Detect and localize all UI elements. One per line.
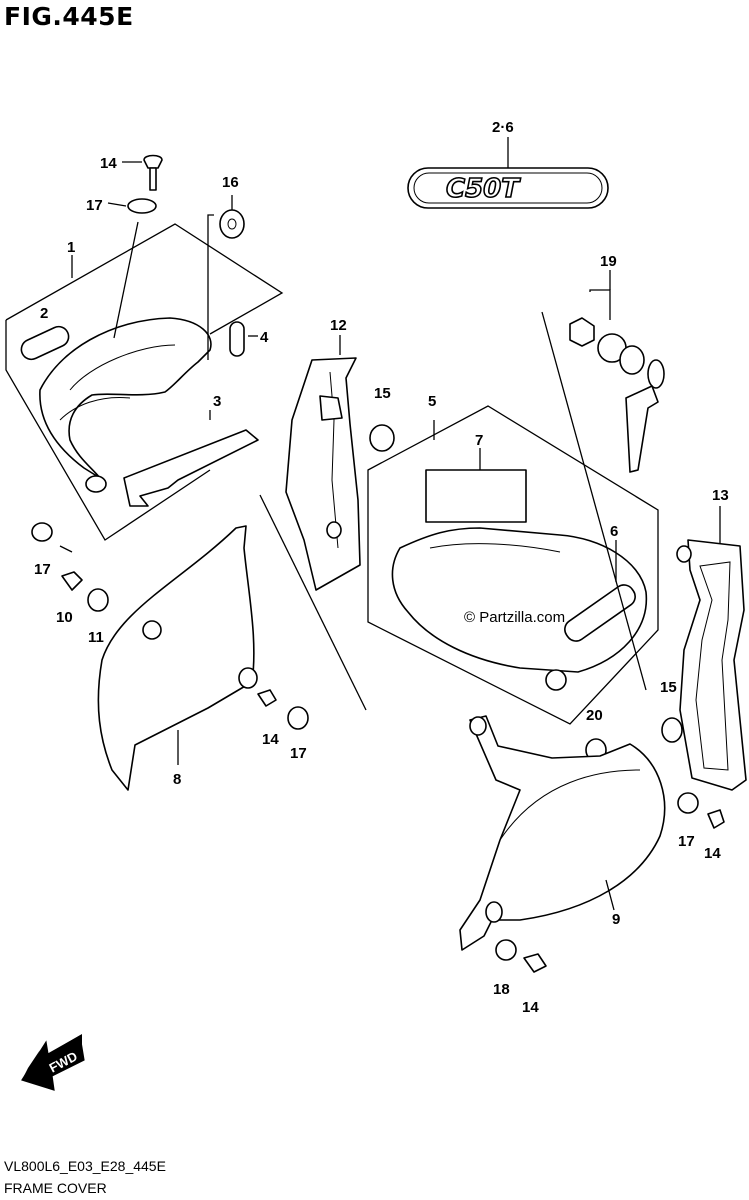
label-part — [425, 469, 527, 523]
callout-9: 9 — [612, 911, 620, 928]
callout-13: 13 — [712, 487, 729, 504]
cushion-part — [127, 198, 157, 214]
callout-16: 16 — [222, 174, 239, 191]
callout-10: 10 — [56, 609, 73, 626]
emblem-part: C50T — [407, 137, 609, 209]
callout-1: 1 — [67, 239, 75, 256]
callout-15a: 15 — [374, 385, 391, 402]
callout-3: 3 — [213, 393, 221, 410]
bolt-part — [707, 809, 725, 829]
callout-11: 11 — [88, 629, 104, 646]
emblem-small-part — [564, 584, 636, 642]
cushion-part — [87, 588, 109, 612]
callout-12: 12 — [330, 317, 347, 334]
callout-18: 18 — [493, 981, 510, 998]
frame-cover-side-part — [97, 525, 255, 791]
left-upper-group — [5, 154, 284, 541]
frame-cover-lower-part — [459, 715, 666, 951]
cover-9-group — [459, 715, 666, 973]
cushion-part — [661, 717, 683, 743]
bracket-part — [285, 357, 361, 591]
callout-15b: 15 — [660, 679, 677, 696]
callout-5: 5 — [428, 393, 436, 410]
bracket-12-group — [285, 335, 361, 591]
emblem-text: C50T — [446, 174, 521, 204]
bolt-part — [143, 154, 163, 169]
callout-6: 6 — [610, 523, 618, 540]
cushion-part — [31, 522, 53, 542]
cushion-part — [495, 939, 517, 961]
ignition-switch-group — [541, 270, 665, 691]
callout-19: 19 — [600, 253, 617, 270]
figure-code: VL800L6_E03_E28_445E — [4, 1158, 166, 1174]
callout-4: 4 — [260, 329, 269, 346]
left-lower-group — [31, 522, 309, 791]
watermark: © Partzilla.com — [464, 609, 566, 626]
callout-14d: 14 — [522, 999, 539, 1016]
bolt-part — [61, 571, 83, 591]
bolt-part — [523, 953, 547, 973]
callouts: 2·6 14 17 16 1 2 4 3 17 10 11 8 14 17 12… — [34, 119, 729, 1016]
callout-8: 8 — [173, 771, 181, 788]
key-part — [625, 385, 659, 473]
cushion-part — [677, 792, 699, 814]
bracket-part — [123, 429, 259, 507]
cushion-part — [369, 424, 395, 452]
frame-cover-rear-part — [679, 539, 747, 791]
cushion-part — [219, 209, 245, 239]
rubber-strip-part — [20, 325, 70, 361]
figure-name: FRAME COVER — [4, 1180, 107, 1196]
callout-20: 20 — [586, 707, 603, 724]
callout-14b: 14 — [262, 731, 279, 748]
cushion-part — [287, 706, 309, 730]
callout-14c: 14 — [704, 845, 721, 862]
cover-13-group — [676, 506, 747, 791]
emblem-callout: 2·6 — [492, 119, 514, 136]
callout-2: 2 — [40, 305, 48, 322]
forward-direction-arrow: FWD — [21, 1034, 85, 1091]
callout-7: 7 — [475, 432, 483, 449]
callout-17c: 17 — [290, 745, 307, 762]
figure-title: FIG.445E — [4, 2, 134, 31]
callout-14a: 14 — [100, 155, 117, 172]
callout-17b: 17 — [34, 561, 51, 578]
grommet-part — [229, 321, 245, 357]
nut-part — [569, 317, 595, 347]
bolt-part — [257, 689, 277, 707]
callout-17d: 17 — [678, 833, 695, 850]
callout-17a: 17 — [86, 197, 103, 214]
right-center-group — [367, 405, 659, 725]
